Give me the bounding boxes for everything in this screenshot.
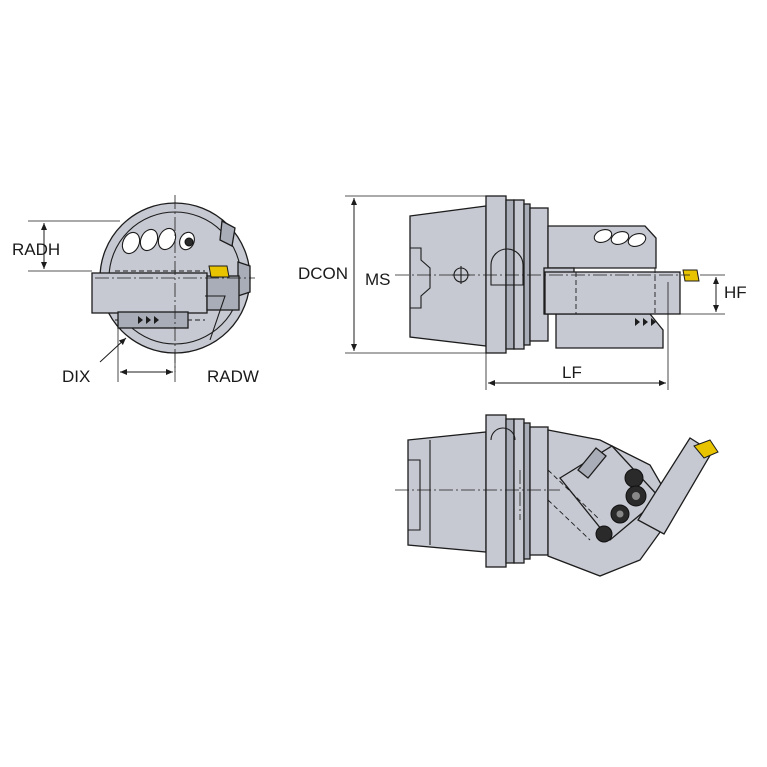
hf-dimension: [680, 274, 725, 315]
radw-label: RADW: [207, 367, 259, 386]
top-view-screws: [595, 468, 647, 543]
lf-label: LF: [562, 363, 582, 382]
top-view: [395, 414, 719, 577]
dix-radw-dimension: [99, 328, 176, 382]
front-view-insert: [208, 265, 230, 278]
dcon-dimension: [345, 195, 486, 354]
side-view-blade: [544, 271, 681, 315]
top-view-flange: [485, 414, 507, 568]
side-view-coolant-holes: [593, 229, 647, 247]
radh-dimension: [28, 220, 120, 272]
top-view-insert: [693, 439, 719, 459]
hf-label: HF: [724, 283, 747, 302]
side-view-insert: [682, 269, 700, 282]
dix-label: DIX: [62, 367, 90, 386]
side-view-flange: [485, 195, 507, 354]
lf-dimension: [485, 282, 669, 390]
side-view-lower-body: [555, 313, 664, 349]
side-view: [395, 195, 700, 354]
front-view-lug-side: [237, 261, 251, 297]
front-view: [91, 195, 255, 372]
front-view-lower-block: [117, 311, 189, 329]
front-view-blade: [91, 272, 208, 314]
front-view-direction-arrows: [138, 316, 159, 324]
front-view-coolant-holes: [121, 227, 195, 255]
ms-label: MS: [365, 270, 391, 289]
front-view-blade-head: [206, 275, 240, 311]
front-view-lug-top: [219, 219, 236, 247]
dcon-label: DCON: [298, 264, 348, 283]
radh-label: RADH: [12, 240, 60, 259]
side-view-shank: [409, 205, 487, 347]
